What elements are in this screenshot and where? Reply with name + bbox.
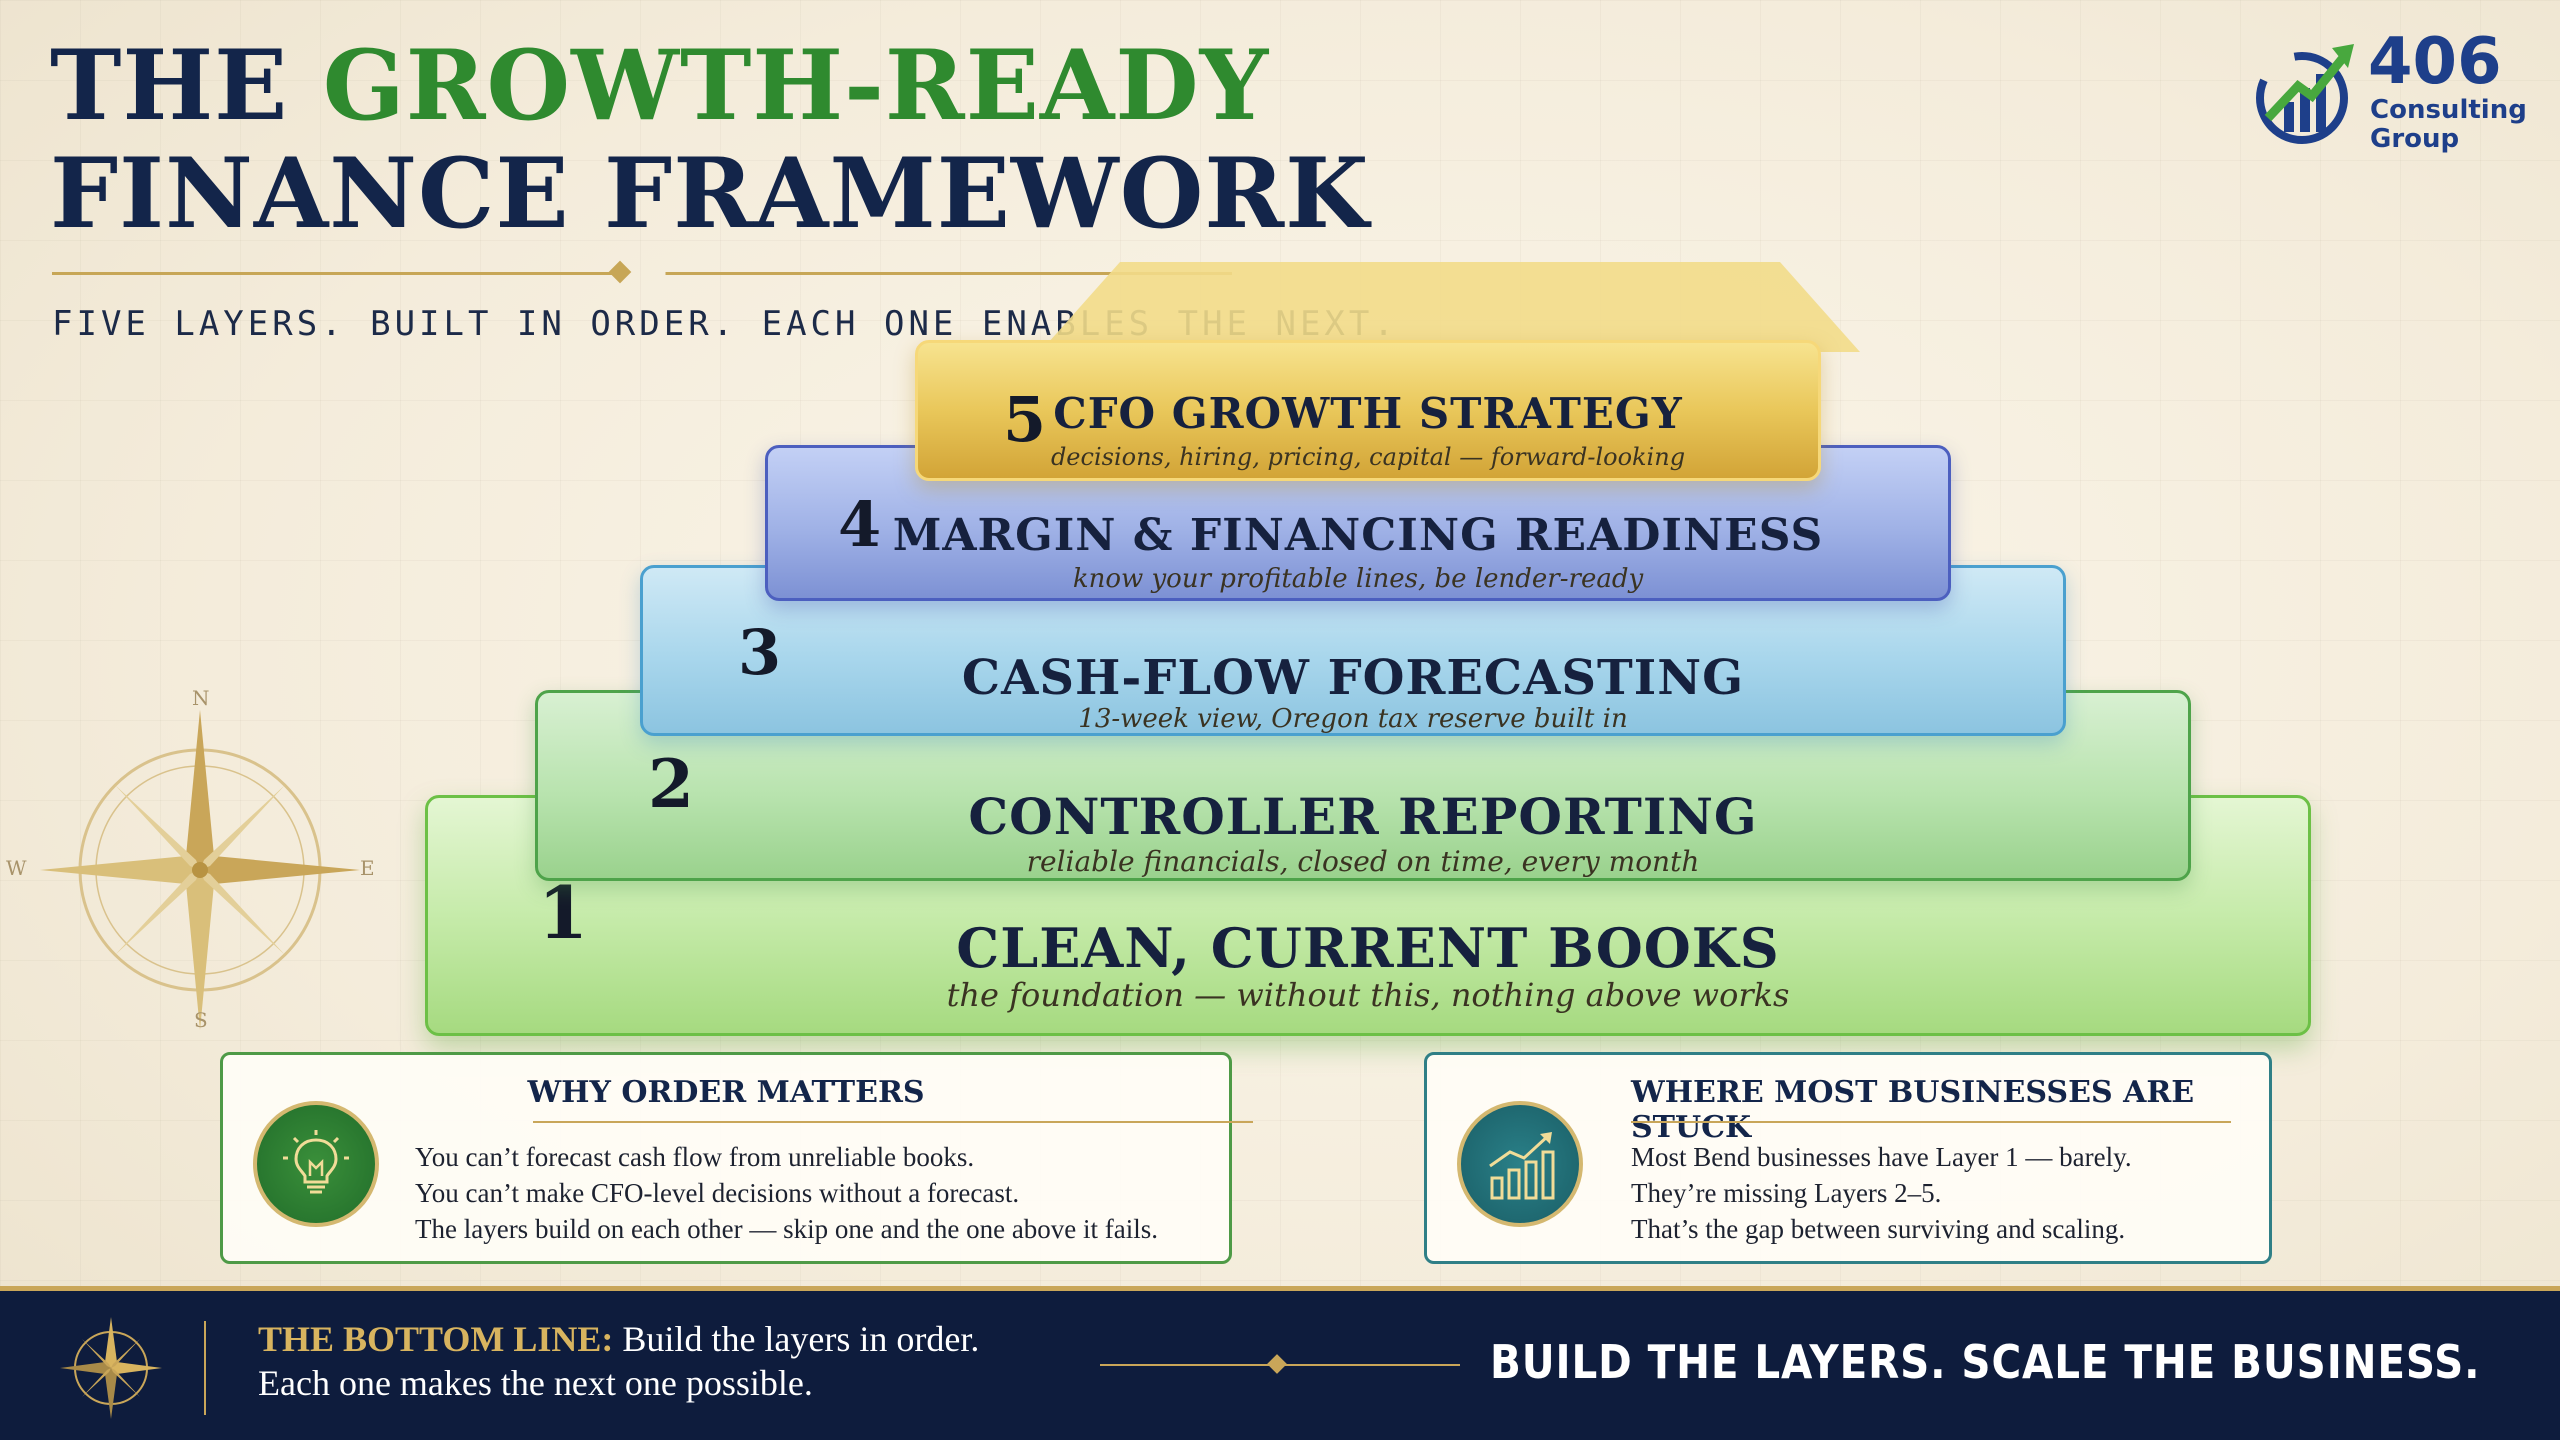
layer-subtitle: know your profitable lines, be lender-re… bbox=[1072, 564, 1644, 594]
title-line-2: FINANCE FRAMEWORK bbox=[50, 137, 1370, 250]
lightbulb-icon bbox=[253, 1101, 379, 1227]
card-line: You can’t make CFO-level decisions witho… bbox=[415, 1178, 1020, 1208]
layer-subtitle: the foundation — without this, nothing a… bbox=[946, 976, 1790, 1014]
bottom-center-diamond bbox=[1267, 1354, 1287, 1374]
card-title-rule bbox=[1631, 1121, 2231, 1123]
bottom-line-text: THE BOTTOM LINE: Build the layers in ord… bbox=[258, 1317, 1078, 1405]
page-title: THE GROWTH-READY FINANCE FRAMEWORK bbox=[50, 38, 1370, 242]
logo-chart-icon bbox=[2256, 44, 2354, 144]
bottom-divider bbox=[204, 1321, 206, 1415]
logo-name-line2: Group bbox=[2370, 123, 2460, 154]
card-title: WHY ORDER MATTERS bbox=[527, 1075, 925, 1110]
title-prefix: THE bbox=[50, 29, 323, 142]
card-body: Most Bend businesses have Layer 1 — bare… bbox=[1631, 1139, 2132, 1247]
company-logo: 406 Consulting Group bbox=[2250, 30, 2540, 160]
compass-s-label: S bbox=[194, 1008, 208, 1032]
bottom-line-1: Build the layers in order. bbox=[613, 1319, 980, 1359]
layer-title: CASH-FLOW FORECASTING bbox=[961, 650, 1745, 706]
logo-name: Consulting Group bbox=[2370, 96, 2540, 153]
layer-number: 1 bbox=[538, 870, 589, 955]
card-line: The layers build on each other — skip on… bbox=[415, 1214, 1159, 1244]
layer-number: 4 bbox=[838, 488, 882, 561]
title-divider bbox=[52, 272, 1232, 275]
compass-e-label: E bbox=[360, 856, 375, 880]
layer-title: CFO GROWTH STRATEGY bbox=[1053, 389, 1683, 438]
card-title-rule bbox=[533, 1121, 1253, 1123]
layer-title: CLEAN, CURRENT BOOKS bbox=[956, 916, 1780, 980]
why-order-matters-card: WHY ORDER MATTERS You can’t forecast cas… bbox=[220, 1052, 1253, 1264]
layer-subtitle: decisions, hiring, pricing, capital — fo… bbox=[1050, 443, 1686, 471]
bottom-banner: THE BOTTOM LINE: Build the layers in ord… bbox=[0, 1286, 2560, 1440]
layer-number: 5 bbox=[1003, 383, 1047, 456]
bottom-slogan: BUILD THE LAYERS. SCALE THE BUSINESS. bbox=[1489, 1335, 2480, 1389]
compass-n-label: N bbox=[192, 686, 210, 710]
layer-title: MARGIN & FINANCING READINESS bbox=[892, 510, 1824, 561]
layer-subtitle: 13-week view, Oregon tax reserve built i… bbox=[1078, 704, 1628, 734]
card-body: You can’t forecast cash flow from unreli… bbox=[415, 1139, 1158, 1247]
bottom-line-2: Each one makes the next one possible. bbox=[258, 1363, 813, 1403]
card-line: That’s the gap between surviving and sca… bbox=[1631, 1214, 2126, 1244]
compass-w-label: W bbox=[6, 856, 27, 880]
layer-number: 2 bbox=[648, 745, 694, 823]
compass-icon bbox=[60, 1317, 162, 1419]
compass-rose-icon bbox=[40, 710, 360, 1030]
logo-number: 406 bbox=[2368, 25, 2502, 99]
card-line: Most Bend businesses have Layer 1 — bare… bbox=[1631, 1142, 2132, 1172]
title-line-1: THE GROWTH-READY bbox=[50, 38, 1370, 134]
bottom-line-label: THE BOTTOM LINE: bbox=[258, 1319, 614, 1359]
layer-title: CONTROLLER REPORTING bbox=[968, 787, 1758, 846]
card-line: They’re missing Layers 2–5. bbox=[1631, 1178, 1942, 1208]
layer-number: 3 bbox=[738, 616, 782, 689]
card-line: You can’t forecast cash flow from unreli… bbox=[415, 1142, 975, 1172]
card-title: WHERE MOST BUSINESSES ARE STUCK bbox=[1631, 1075, 2195, 1145]
compass-rose: N S E W bbox=[6, 686, 380, 1050]
framework-layer-5: 5 CFO GROWTH STRATEGY decisions, hiring,… bbox=[915, 340, 1821, 481]
growth-chart-icon bbox=[1457, 1101, 1583, 1227]
pyramid-top-cap bbox=[1040, 262, 1860, 352]
layer-subtitle: reliable financials, closed on time, eve… bbox=[1026, 845, 1700, 878]
where-businesses-stuck-card: WHERE MOST BUSINESSES ARE STUCK Most Ben… bbox=[1424, 1052, 2272, 1264]
title-divider-diamond bbox=[608, 260, 632, 284]
logo-name-line1: Consulting bbox=[2370, 95, 2527, 125]
title-accent: GROWTH-READY bbox=[322, 29, 1270, 142]
